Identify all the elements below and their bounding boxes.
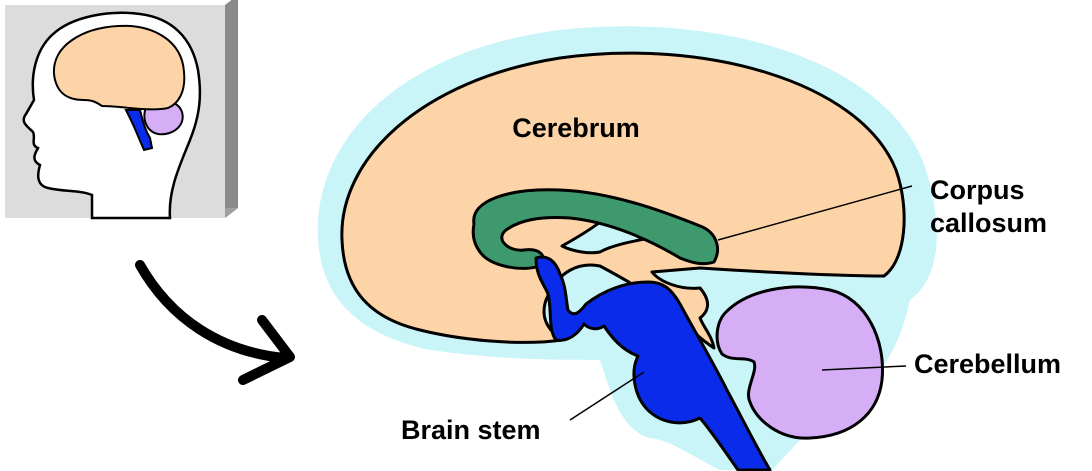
- curved-arrow-icon: [140, 265, 290, 380]
- corpus-callosum-label-line2: callosum: [930, 208, 1047, 238]
- corpus-callosum-label-line1: Corpus: [930, 175, 1025, 205]
- brain-stem-label: Brain stem: [401, 415, 541, 445]
- mini-cerebrum-icon: [54, 26, 184, 110]
- head-thumbnail: [5, 0, 238, 218]
- cerebellum-label: Cerebellum: [914, 349, 1061, 379]
- cerebrum-label: Cerebrum: [512, 113, 640, 143]
- thumbnail-shadow: [225, 0, 238, 218]
- brain-illustration: [318, 26, 937, 470]
